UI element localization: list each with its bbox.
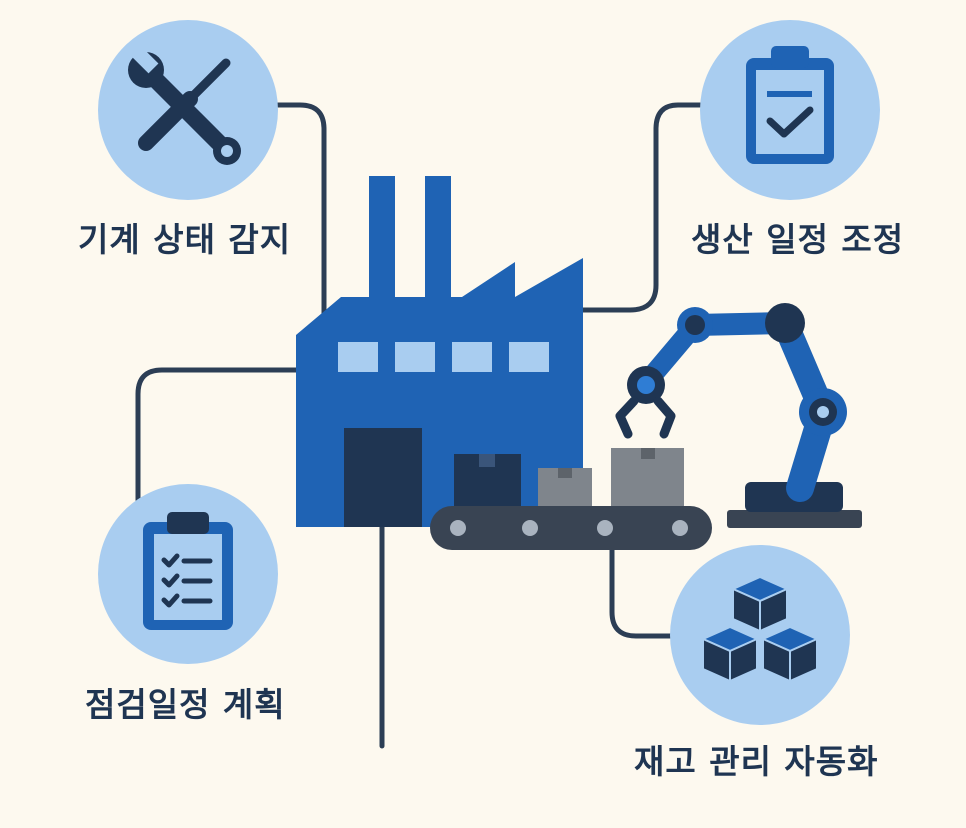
node-inspection-planning [98,484,278,664]
conveyor-boxes [454,448,684,506]
chimney-right [425,176,451,316]
connector-inventory-automation [609,547,683,639]
clipboard-check-icon [746,46,834,164]
checklist-icon [143,512,233,630]
gripper-left [615,396,639,439]
node-production-scheduling [700,20,880,200]
factory-window [338,342,378,372]
production-scheduling-label: 생산 일정 조정 [691,220,905,259]
inventory-automation-label: 재고 관리 자동화 [634,742,879,781]
chimney-left [369,176,395,316]
inventory-automation-circle [670,545,850,725]
node-machine-monitoring [98,20,278,200]
factory-window [509,342,549,372]
connector-machine-monitoring [275,102,327,323]
connector-inspection-planning [135,367,299,503]
connector-production-scheduling [580,102,703,313]
factory-window [395,342,435,372]
node-inventory-automation [670,545,850,725]
machine-monitoring-label: 기계 상태 감지 [78,220,292,259]
robot-base-plate [727,510,862,528]
wrench-screwdriver-icon [128,46,241,165]
factory-door [344,428,422,527]
robot-arm-icon [615,303,862,528]
boxes-icon [700,575,820,683]
connector-lines [135,102,703,749]
factory-window [452,342,492,372]
gripper-right [653,396,676,439]
conveyor-belt-icon [430,506,712,550]
inspection-planning-label: 점검일정 계획 [85,685,286,724]
